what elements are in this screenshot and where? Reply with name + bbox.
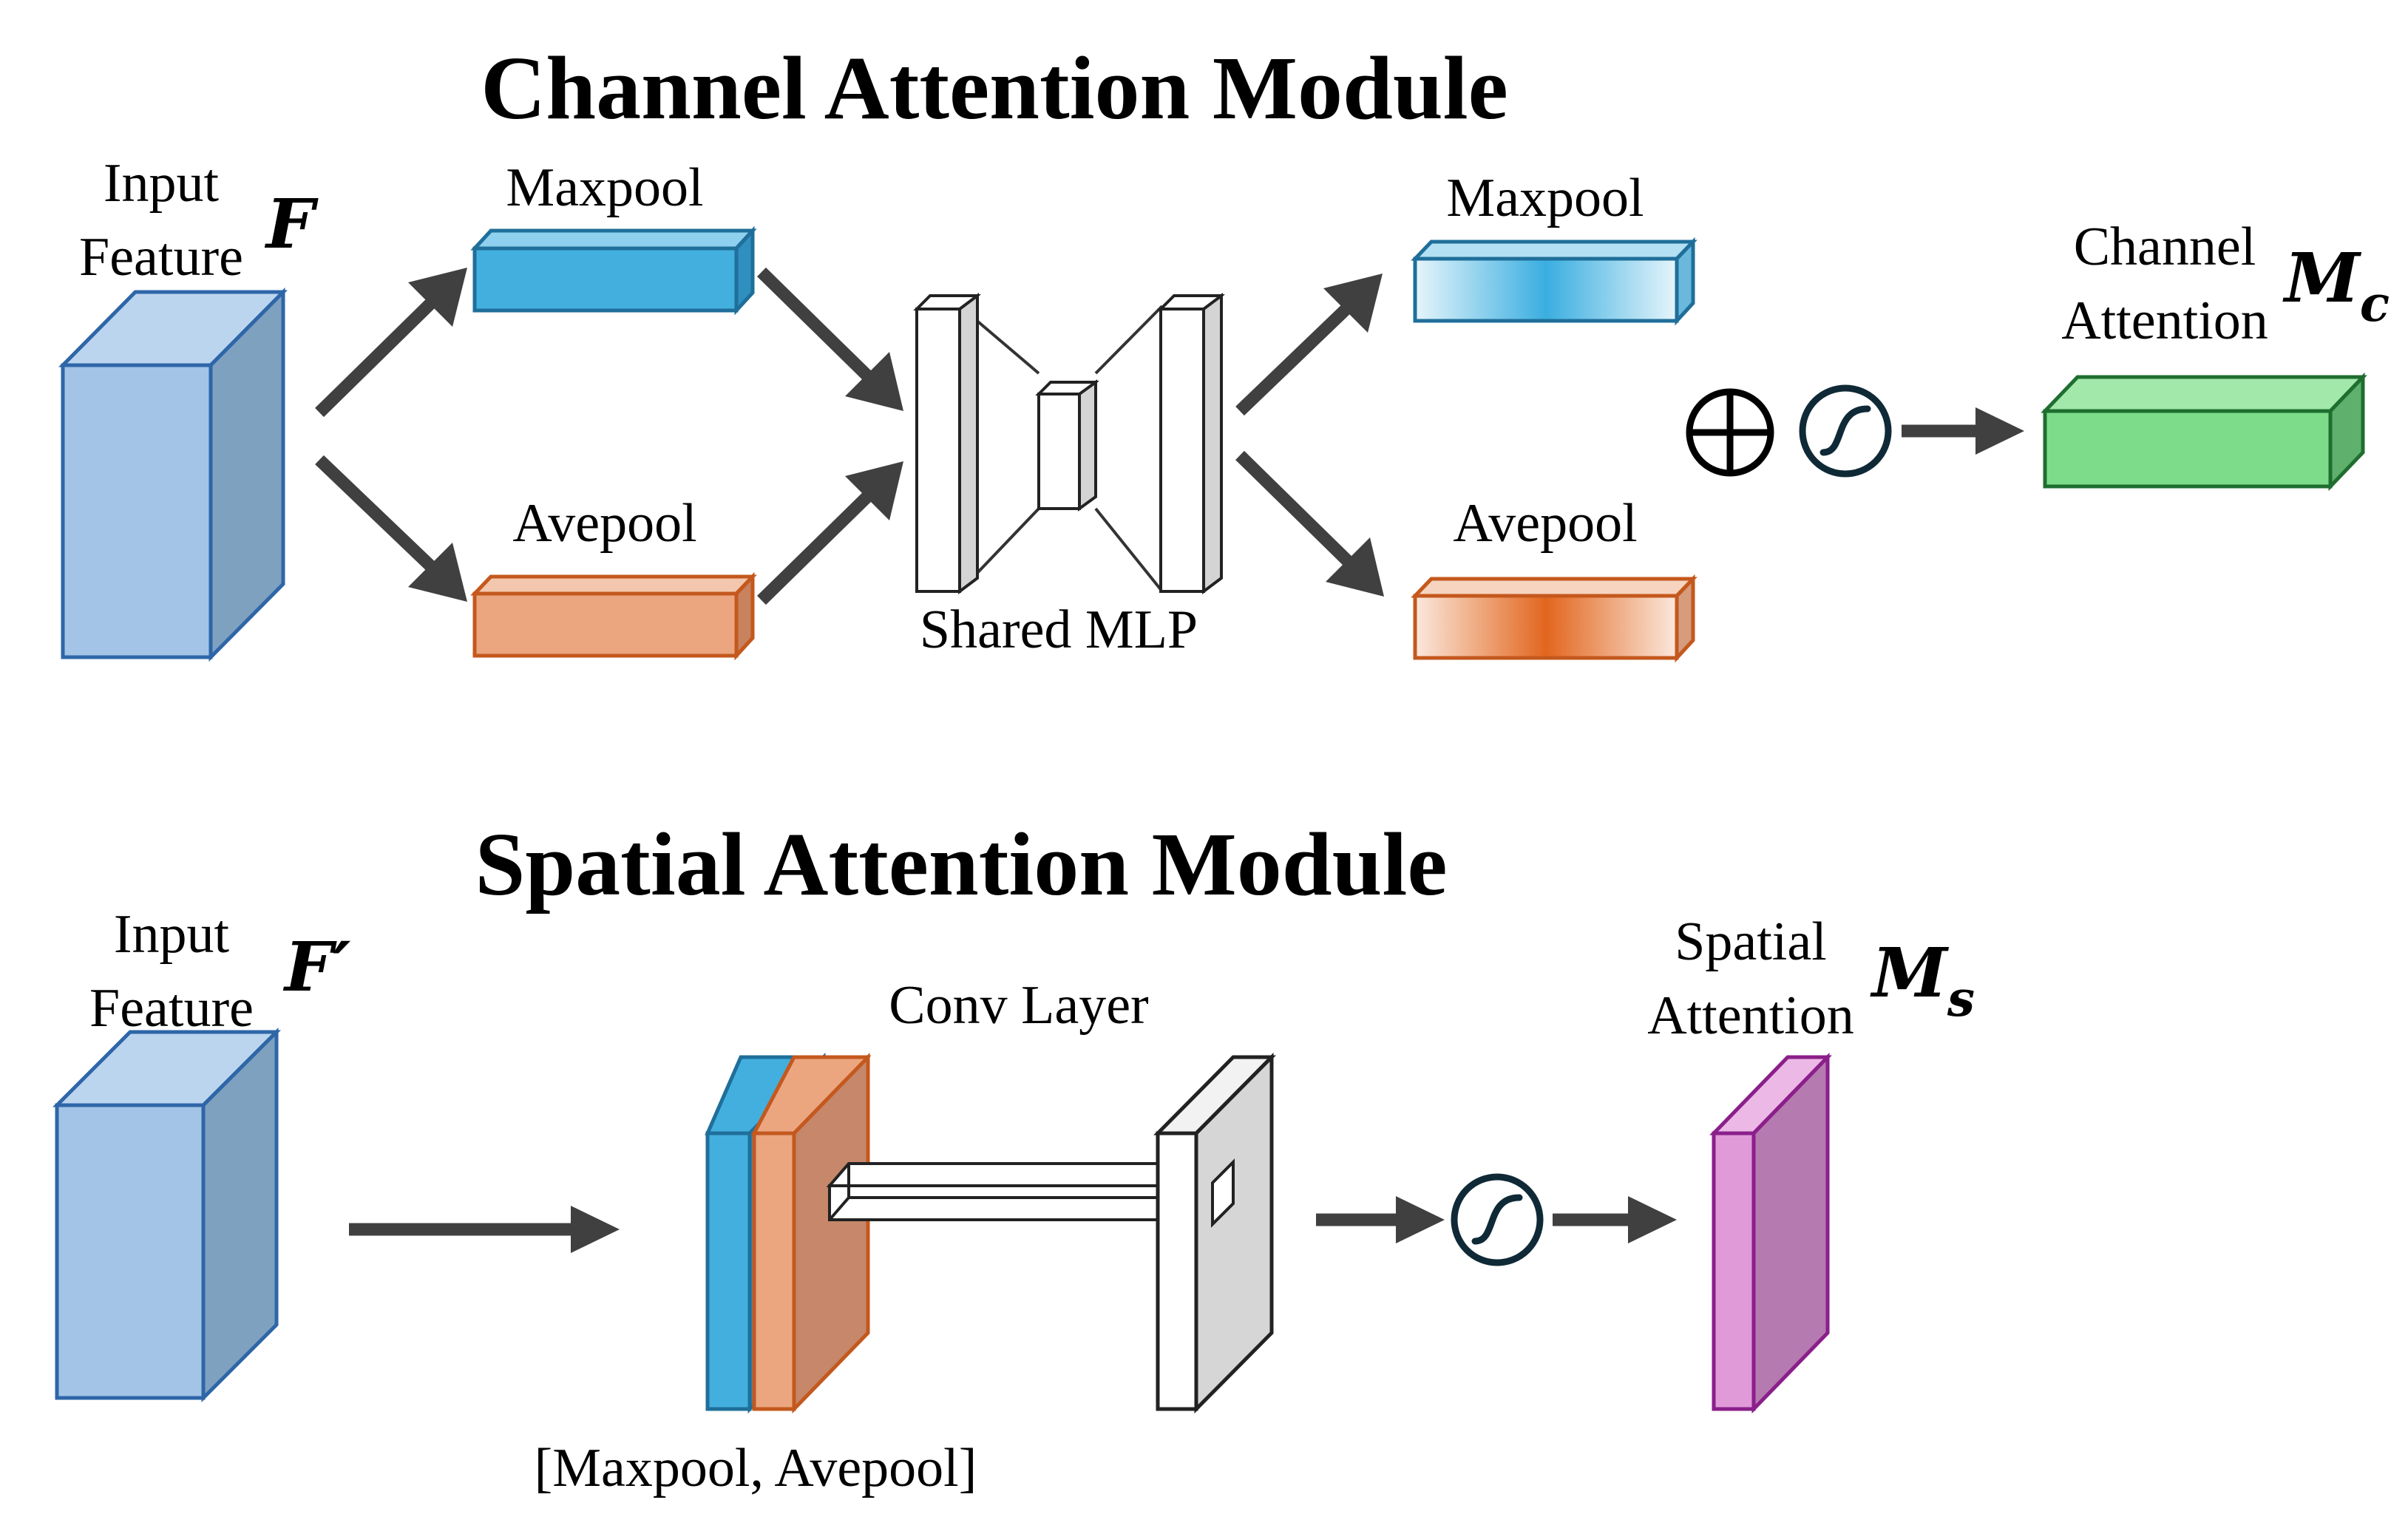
avepool-out-label: Avepool: [1453, 493, 1637, 554]
arrow-sigmoid-to-spatial-attention: [1553, 1196, 1677, 1243]
channel-input-feature-cube: [58, 287, 288, 662]
channel-input-label-line1: Input: [104, 153, 220, 214]
spatial-attention-label: Spatial Attention Ms: [1647, 912, 1975, 1046]
arrow-mlp-to-avepool-out: [1235, 450, 1384, 597]
channel-attention-label-line2: Attention: [2061, 291, 2268, 351]
channel-attention-symbol: Mc: [2282, 238, 2390, 333]
arrow-conv-to-sigmoid: [1316, 1196, 1445, 1243]
arrow-maxpool-to-mlp: [757, 267, 903, 411]
spatial-input-feature-label: Input Feature F′: [89, 904, 351, 1039]
arrow-avepool-to-mlp: [757, 461, 903, 605]
channel-attention-symbol-sub: c: [2360, 275, 2390, 333]
arrow-sigmoid-to-channel-attention: [1902, 407, 2024, 455]
spatial-attention-symbol-sub: s: [1947, 970, 1975, 1028]
channel-input-feature-label: Input Feature F: [79, 153, 319, 288]
spatial-input-symbol: F′: [282, 927, 351, 1007]
channel-attention-bar: [2041, 372, 2367, 492]
spatial-attention-symbol: Ms: [1870, 933, 1975, 1028]
arrow-input-to-avepool: [315, 455, 467, 602]
channel-attention-symbol-main: M: [2282, 238, 2362, 318]
element-wise-sum-icon: [1686, 388, 1774, 477]
channel-module-title: Channel Attention Module: [481, 38, 1508, 138]
shared-mlp: [913, 293, 1225, 594]
sigmoid-icon: [1451, 1173, 1544, 1266]
shared-mlp-label: Shared MLP: [920, 600, 1198, 660]
spatial-attention-map: [1709, 1052, 1832, 1414]
channel-attention-label: Channel Attention Mc: [2061, 217, 2390, 351]
spatial-attention-symbol-main: M: [1870, 933, 1950, 1013]
maxpool-in-bar: [470, 225, 757, 316]
concat-pool-maps: [705, 1052, 872, 1414]
channel-attention-label-line1: Channel: [2074, 217, 2256, 277]
conv-kernel-beam: [826, 1162, 1159, 1221]
avepool-in-bar: [470, 571, 757, 661]
maxpool-out-label: Maxpool: [1446, 168, 1644, 228]
arrow-mlp-to-maxpool-out: [1235, 274, 1383, 416]
conv-output-plane: [1153, 1052, 1276, 1414]
channel-input-symbol: F: [264, 184, 319, 264]
avepool-out-bar: [1411, 574, 1698, 663]
arrow-input-to-maxpool: [315, 268, 467, 418]
maxpool-in-label: Maxpool: [506, 157, 703, 218]
maxpool-out-bar: [1411, 237, 1698, 326]
arrow-input-to-conv: [349, 1206, 620, 1253]
avepool-in-label: Avepool: [512, 493, 696, 554]
spatial-input-label-line1: Input: [114, 904, 230, 965]
spatial-module-title: Spatial Attention Module: [475, 815, 1447, 914]
concat-label: [Maxpool, Avepool]: [535, 1438, 977, 1498]
sigmoid-icon: [1799, 384, 1892, 478]
spatial-input-label-line2: Feature: [89, 978, 254, 1039]
conv-layer-label: Conv Layer: [889, 975, 1148, 1036]
spatial-input-feature-cube: [52, 1027, 282, 1403]
spatial-attention-label-line1: Spatial: [1675, 912, 1827, 972]
spatial-attention-label-line2: Attention: [1647, 985, 1854, 1046]
channel-input-label-line2: Feature: [79, 227, 243, 288]
